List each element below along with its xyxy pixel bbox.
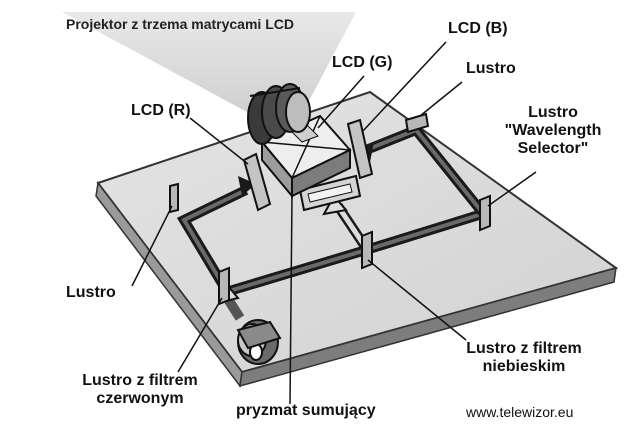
mirror-top-right <box>404 112 430 134</box>
leader-lcd-b <box>361 41 447 133</box>
arrow-to-lcd-g <box>322 194 348 216</box>
diagram-title: Projektor z trzema matrycami LCD <box>66 16 294 32</box>
label-wavelength-selector: Lustro "Wavelength Selector" <box>488 104 618 158</box>
leader-lcd-g <box>317 75 365 129</box>
label-lcd-b: LCD (B) <box>448 20 508 37</box>
label-wavelength-selector-line3: Selector" <box>517 140 589 157</box>
lcd-panels <box>242 118 374 212</box>
label-wavelength-selector-line1: Lustro <box>528 104 578 121</box>
leader-lustro-top <box>419 81 463 117</box>
projection-lens <box>247 83 311 145</box>
label-lcd-g: LCD (G) <box>332 54 393 71</box>
label-blue-filter-line1: Lustro z filtrem <box>466 340 582 357</box>
leader-prism <box>289 195 293 405</box>
lcd-b-panel <box>346 118 374 180</box>
label-red-filter-line2: czerwonym <box>96 390 184 407</box>
label-lustro-left: Lustro <box>66 284 116 301</box>
leader-lcd-r <box>189 117 249 165</box>
mirror-upper-left <box>169 182 179 214</box>
lamp <box>236 319 282 365</box>
leader-wavelength-selector <box>487 171 537 207</box>
leader-red-filter <box>177 297 223 373</box>
label-lcd-r: LCD (R) <box>131 102 191 119</box>
combining-prism <box>260 114 352 199</box>
label-blue-filter-mirror: Lustro z filtrem niebieskim <box>434 340 614 376</box>
leader-lines <box>131 41 537 405</box>
leader-lustro-left <box>131 205 173 287</box>
label-red-filter-mirror: Lustro z filtrem czerwonym <box>60 372 220 408</box>
label-blue-filter-line2: niebieskim <box>482 358 566 375</box>
website-url: www.telewizor.eu <box>466 404 574 420</box>
leader-blue-filter <box>367 259 467 341</box>
label-lustro-top: Lustro <box>466 60 516 77</box>
mirror-red-filter <box>218 266 230 306</box>
label-combining-prism: pryzmat sumujący <box>236 402 376 419</box>
lcd-r-panel <box>242 152 272 212</box>
label-wavelength-selector-line2: "Wavelength <box>504 122 602 139</box>
mirror-wavelength-selector <box>479 194 491 232</box>
label-red-filter-line1: Lustro z filtrem <box>82 372 198 389</box>
arrow-to-lcd-r <box>238 176 256 196</box>
